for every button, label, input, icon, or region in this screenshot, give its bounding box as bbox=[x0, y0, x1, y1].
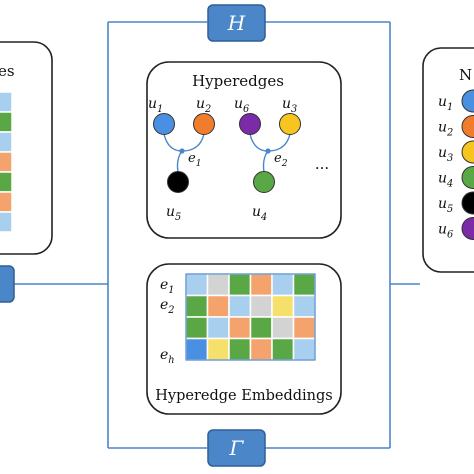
embedding-cell bbox=[271, 273, 295, 297]
embedding-cell bbox=[206, 337, 230, 361]
right-node-label: u1 bbox=[438, 94, 453, 113]
left-side-box bbox=[0, 265, 15, 303]
hyper-node bbox=[239, 113, 261, 135]
embedding-row-label: e1 bbox=[160, 277, 175, 296]
edge-line bbox=[267, 133, 291, 152]
hyperedges-title: Hyperedges bbox=[192, 72, 284, 90]
right-node-circle bbox=[461, 115, 474, 138]
embedding-grid bbox=[185, 273, 316, 361]
hyperedge-group: u6 u3 e2 u4 bbox=[234, 96, 301, 223]
right-node-label: u2 bbox=[438, 120, 453, 139]
left-grid-cell bbox=[0, 171, 13, 193]
hyper-node-label: u4 bbox=[252, 204, 267, 223]
embedding-cell bbox=[185, 294, 209, 318]
left-embedding-grid bbox=[0, 91, 13, 233]
hyperedges-panel: Hyperedges u1 u2 e1 u5 u6 u3 e2 u4 ··· bbox=[146, 61, 342, 239]
hyperedge-label: e2 bbox=[274, 151, 288, 169]
left-grid-cell bbox=[0, 191, 13, 213]
right-panel: N u1 u2 u3 u4 u5 u6 bbox=[422, 47, 474, 273]
right-node-label: u4 bbox=[438, 171, 453, 190]
edge-line bbox=[181, 133, 205, 152]
embedding-cell bbox=[206, 273, 230, 297]
bottom-matrix-box: Γ bbox=[207, 429, 266, 467]
hyper-node-label: u1 bbox=[148, 96, 163, 115]
hyper-node bbox=[279, 113, 301, 135]
embedding-cell bbox=[249, 294, 273, 318]
left-grid-cell bbox=[0, 151, 13, 173]
right-panel-title: N bbox=[459, 66, 472, 84]
left-panel: es bbox=[0, 41, 53, 255]
embeddings-title: Hyperedge Embeddings bbox=[155, 388, 332, 404]
embedding-grid-border bbox=[185, 273, 316, 361]
hyper-node-label: u6 bbox=[234, 96, 249, 115]
hyper-node-label: u5 bbox=[166, 204, 181, 223]
top-matrix-label: H bbox=[227, 11, 246, 35]
right-node-label: u5 bbox=[438, 196, 453, 215]
embedding-row-label: e2 bbox=[160, 297, 175, 316]
left-grid-cell bbox=[0, 91, 13, 113]
embedding-row-label: eh bbox=[160, 347, 175, 366]
hyperedge-groups: u1 u2 e1 u5 u6 u3 e2 u4 bbox=[148, 96, 301, 223]
right-node-list: u1 u2 u3 u4 u5 u6 bbox=[438, 89, 474, 241]
hyperedges-ellipsis: ··· bbox=[315, 159, 329, 177]
hyper-node bbox=[153, 113, 175, 135]
hyper-node-label: u2 bbox=[196, 96, 211, 115]
right-node-label: u3 bbox=[438, 145, 453, 164]
embedding-cell bbox=[271, 337, 295, 361]
left-grid-cell bbox=[0, 131, 13, 153]
left-grid-cell bbox=[0, 111, 13, 133]
top-matrix-box: H bbox=[207, 4, 266, 42]
embedding-cell bbox=[292, 273, 316, 297]
embedding-cell bbox=[292, 316, 316, 340]
hyper-node bbox=[167, 171, 189, 193]
embedding-cell bbox=[185, 337, 209, 361]
right-node-circle bbox=[461, 89, 474, 113]
embedding-cell bbox=[206, 294, 230, 318]
embedding-cell bbox=[185, 273, 209, 297]
hyperedge-label: e1 bbox=[188, 151, 202, 169]
embedding-cell bbox=[249, 316, 273, 340]
embedding-cell bbox=[292, 337, 316, 361]
edge-junction bbox=[265, 148, 271, 154]
hyper-node-label: u3 bbox=[282, 96, 297, 115]
embedding-cell bbox=[185, 316, 209, 340]
flow-lines bbox=[14, 21, 420, 449]
left-grid-cell bbox=[0, 211, 13, 233]
bottom-matrix-label: Γ bbox=[229, 436, 245, 460]
embedding-cell bbox=[228, 294, 252, 318]
right-node-circle bbox=[461, 217, 474, 240]
edge-junction bbox=[179, 148, 185, 154]
right-node-circle bbox=[461, 191, 474, 215]
embedding-cell bbox=[292, 294, 316, 318]
hyper-node bbox=[253, 171, 275, 193]
hyperedge-group: u1 u2 e1 u5 bbox=[148, 96, 215, 223]
embedding-cell bbox=[206, 316, 230, 340]
embedding-cell bbox=[249, 337, 273, 361]
embedding-cell bbox=[228, 316, 252, 340]
embedding-cell bbox=[228, 273, 252, 297]
embedding-cell bbox=[271, 294, 295, 318]
embedding-cell bbox=[228, 337, 252, 361]
right-node-circle bbox=[461, 166, 474, 189]
embedding-cell bbox=[249, 273, 273, 297]
embedding-cell bbox=[271, 316, 295, 340]
right-node-circle bbox=[461, 140, 474, 164]
hyper-node bbox=[193, 113, 215, 135]
left-panel-title: es bbox=[0, 62, 15, 80]
right-node-label: u6 bbox=[438, 222, 453, 241]
